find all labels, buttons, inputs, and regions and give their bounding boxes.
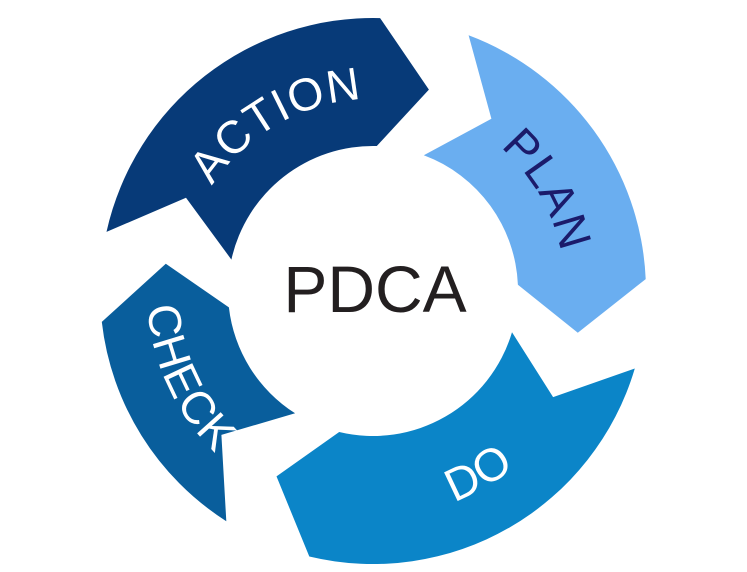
plan-segment: [423, 35, 646, 333]
action-segment: [106, 18, 429, 260]
do-segment: [276, 332, 635, 565]
center-title: PDCA: [283, 252, 466, 326]
check-segment: [101, 263, 296, 522]
